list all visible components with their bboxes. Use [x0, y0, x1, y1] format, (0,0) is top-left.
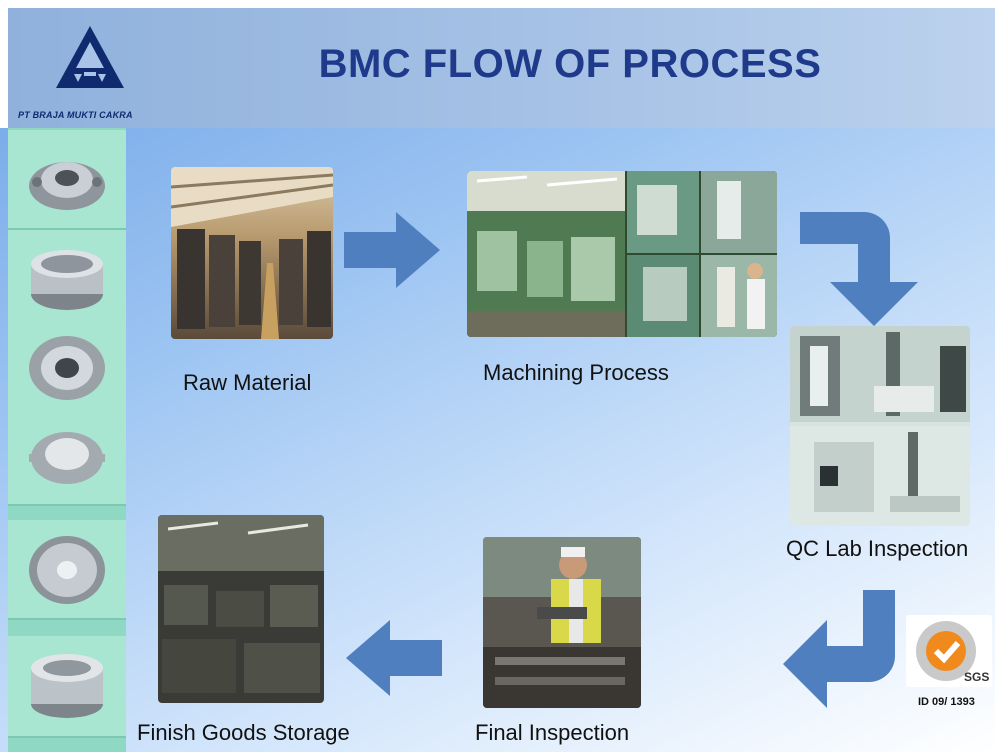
- header: PT BRAJA MUKTI CAKRA BMC FLOW OF PROCESS: [0, 0, 995, 128]
- sgs-certification-badge: SGS: [906, 615, 992, 687]
- flow-arrow-right-icon: [344, 212, 440, 288]
- company-name: PT BRAJA MUKTI CAKRA: [18, 110, 133, 120]
- step-label-machining-process: Machining Process: [483, 360, 669, 385]
- company-logo: PT BRAJA MUKTI CAKRA: [14, 14, 164, 124]
- flow-arrow-turn-down-icon: [800, 212, 924, 326]
- step-label-finish-goods-storage: Finish Goods Storage: [137, 720, 350, 745]
- header-band: [8, 8, 995, 128]
- step-label-qc-lab-inspection: QC Lab Inspection: [786, 536, 969, 561]
- machining-process-photo: [467, 171, 777, 337]
- flow-arrow-turn-left-icon: [783, 590, 895, 708]
- product-drum-2-image: [8, 636, 126, 738]
- svg-text:SGS: SGS: [964, 670, 989, 684]
- logo-triangle-icon: [56, 26, 124, 88]
- step-label-raw-material: Raw Material: [183, 370, 312, 395]
- flow-arrow-left-icon: [346, 620, 442, 696]
- step-label-final-inspection: Final Inspection: [475, 720, 630, 745]
- product-plate-image: [8, 406, 126, 506]
- raw-material-photo: [171, 167, 333, 339]
- certification-id: ID 09/ 1393: [918, 696, 975, 708]
- page-title: BMC FLOW OF PROCESS: [318, 42, 822, 86]
- product-drum-image: [8, 230, 126, 330]
- product-hub-image: [8, 130, 126, 230]
- qc-lab-inspection-photo: [790, 326, 970, 526]
- sgs-seal-icon: SGS: [916, 621, 989, 684]
- product-flywheel-image: [8, 520, 126, 620]
- finish-goods-storage-photo: [158, 515, 324, 703]
- final-inspection-photo: [483, 537, 641, 708]
- product-disc-image: [8, 318, 126, 418]
